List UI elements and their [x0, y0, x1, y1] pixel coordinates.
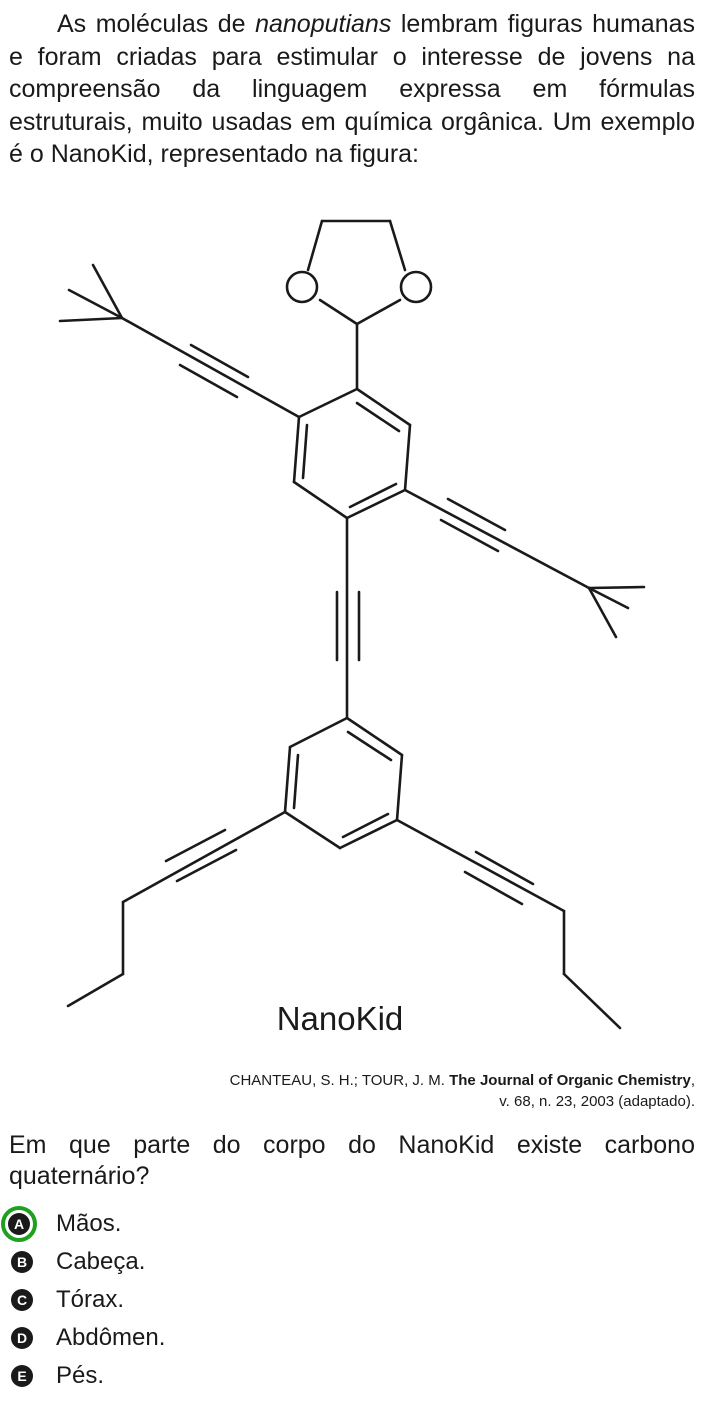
nanokid-structure-diagram [58, 219, 646, 1030]
torso-benzene-ring [292, 387, 412, 520]
option-letter-d: D [11, 1327, 33, 1349]
intro-text-start: As moléculas de [57, 10, 256, 38]
option-e[interactable]: E Pés. [0, 1357, 704, 1395]
right-leg [395, 818, 622, 1030]
option-letter-b: B [11, 1251, 33, 1273]
nanokid-figure: NanoKid [0, 205, 704, 1055]
left-leg [66, 810, 287, 1008]
option-text-b: Cabeça. [56, 1248, 146, 1275]
figure-caption: NanoKid [276, 1000, 404, 1037]
oxygen-atom-left [285, 270, 319, 304]
answer-options: A Mãos. B Cabeça. C Tórax. D Abdômen. E … [0, 1205, 704, 1395]
option-c[interactable]: C Tórax. [0, 1281, 704, 1319]
citation-journal: The Journal of Organic Chemistry [449, 1072, 691, 1089]
head-dioxolane [285, 219, 433, 391]
citation: CHANTEAU, S. H.; TOUR, J. M. The Journal… [229, 1072, 695, 1110]
option-text-a: Mãos. [56, 1210, 122, 1237]
option-text-c: Tórax. [56, 1286, 125, 1313]
lower-benzene-ring [283, 716, 404, 850]
oxygen-atom-right [399, 270, 433, 304]
intro-italic-term: nanoputians [255, 10, 392, 38]
intro-paragraph: As moléculas de nanoputians lembram figu… [9, 8, 695, 171]
left-arm [58, 263, 301, 419]
option-text-e: Pés. [56, 1362, 105, 1389]
option-letter-a: A [8, 1213, 30, 1235]
option-d[interactable]: D Abdômen. [0, 1319, 704, 1357]
option-text-d: Abdômen. [56, 1324, 166, 1351]
option-letter-c: C [11, 1289, 33, 1311]
selected-ring-icon [1, 1206, 37, 1242]
intro-text-end: lembram figuras humanas e foram criadas … [9, 10, 695, 168]
right-arm [403, 488, 646, 639]
citation-authors: CHANTEAU, S. H.; TOUR, J. M. [229, 1072, 450, 1089]
abdomen-alkyne [335, 516, 361, 720]
option-a[interactable]: A Mãos. [0, 1205, 704, 1243]
option-letter-e: E [11, 1365, 33, 1387]
question-text: Em que parte do corpo do NanoKid existe … [9, 1131, 695, 1190]
option-b[interactable]: B Cabeça. [0, 1243, 704, 1281]
citation-details: v. 68, n. 23, 2003 (adaptado). [499, 1093, 695, 1110]
